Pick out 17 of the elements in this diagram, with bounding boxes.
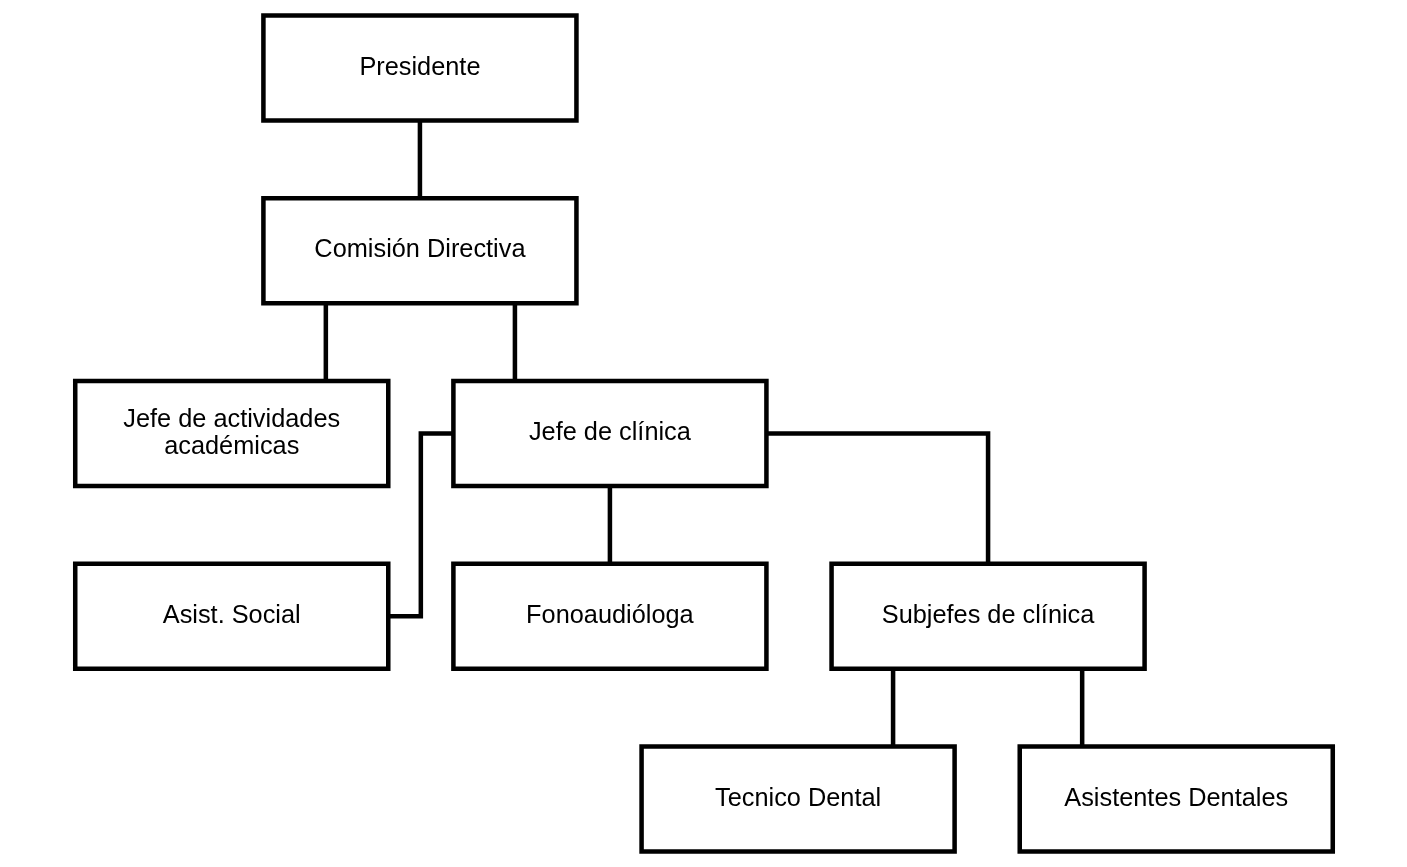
node-box: Asistentes Dentales [1017, 744, 1335, 854]
node-box: Asist. Social [72, 561, 390, 671]
node-box: Comisión Directiva [260, 196, 579, 306]
node-box: Jefe de clínica [450, 378, 769, 489]
node-box: Jefe de actividades académicas [72, 378, 390, 489]
connector [1079, 669, 1084, 747]
node-box: Subjefes de clínica [828, 561, 1147, 671]
connector [417, 120, 422, 198]
connector [607, 486, 612, 564]
connector [890, 669, 895, 747]
node-box: Presidente [260, 13, 579, 123]
connector [512, 303, 517, 381]
node-box: Tecnico Dental [638, 744, 957, 854]
node-box: Fonoaudióloga [450, 561, 769, 671]
connector [388, 431, 453, 619]
connector [323, 303, 328, 381]
connector [765, 431, 990, 564]
